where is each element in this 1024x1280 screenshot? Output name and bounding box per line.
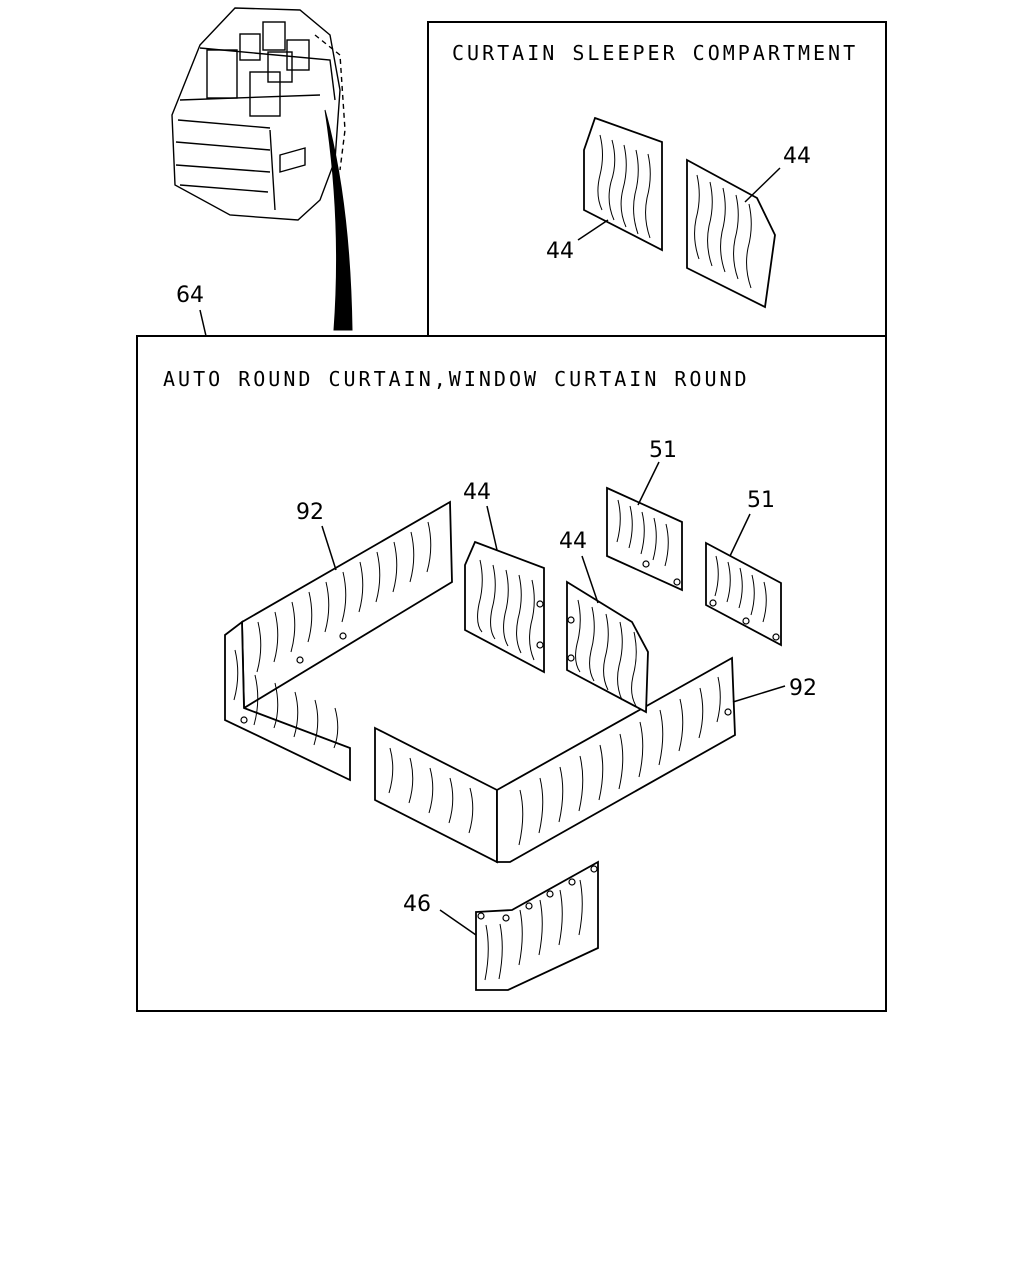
- leader-44-b: [581, 555, 599, 604]
- long-curtain-left: [224, 500, 453, 782]
- callout-92-left: 92: [296, 500, 324, 525]
- callout-51-a: 51: [649, 438, 677, 463]
- callout-44-b: 44: [559, 529, 587, 554]
- callout-sleeper-44-right: 44: [783, 144, 811, 169]
- leader-92-left: [321, 525, 337, 571]
- leader-51-a: [637, 461, 660, 506]
- sleeper-section-title: CURTAIN SLEEPER COMPARTMENT: [452, 41, 858, 65]
- small-curtain-panel-a: [606, 486, 683, 592]
- callout-sleeper-44-left: 44: [546, 239, 574, 264]
- callout-64: 64: [176, 283, 204, 308]
- callout-46: 46: [403, 892, 431, 917]
- leader-64: [199, 309, 207, 337]
- callout-92-right: 92: [789, 676, 817, 701]
- callout-51-b: 51: [747, 488, 775, 513]
- long-curtain-right: [374, 656, 736, 864]
- leader-44-a: [486, 505, 498, 551]
- round-curtain-box: [136, 335, 887, 1012]
- callout-44-a: 44: [463, 480, 491, 505]
- round-curtain-panel-a: [464, 540, 545, 674]
- round-section-title: AUTO ROUND CURTAIN,WINDOW CURTAIN ROUND: [163, 367, 750, 391]
- sleeper-curtain-panel-right: [686, 158, 776, 309]
- leader-sleeper-44-left: [577, 219, 609, 241]
- bottom-curtain-panel: [475, 860, 599, 991]
- leader-46: [439, 909, 477, 936]
- sleeper-curtain-panel-left: [583, 116, 663, 252]
- round-curtain-panel-b: [566, 580, 649, 714]
- leader-92-right: [732, 685, 786, 703]
- small-curtain-panel-b: [705, 541, 782, 647]
- leader-51-b: [729, 513, 751, 557]
- truck-cab-illustration: [171, 7, 353, 331]
- leader-sleeper-44-right: [744, 167, 781, 203]
